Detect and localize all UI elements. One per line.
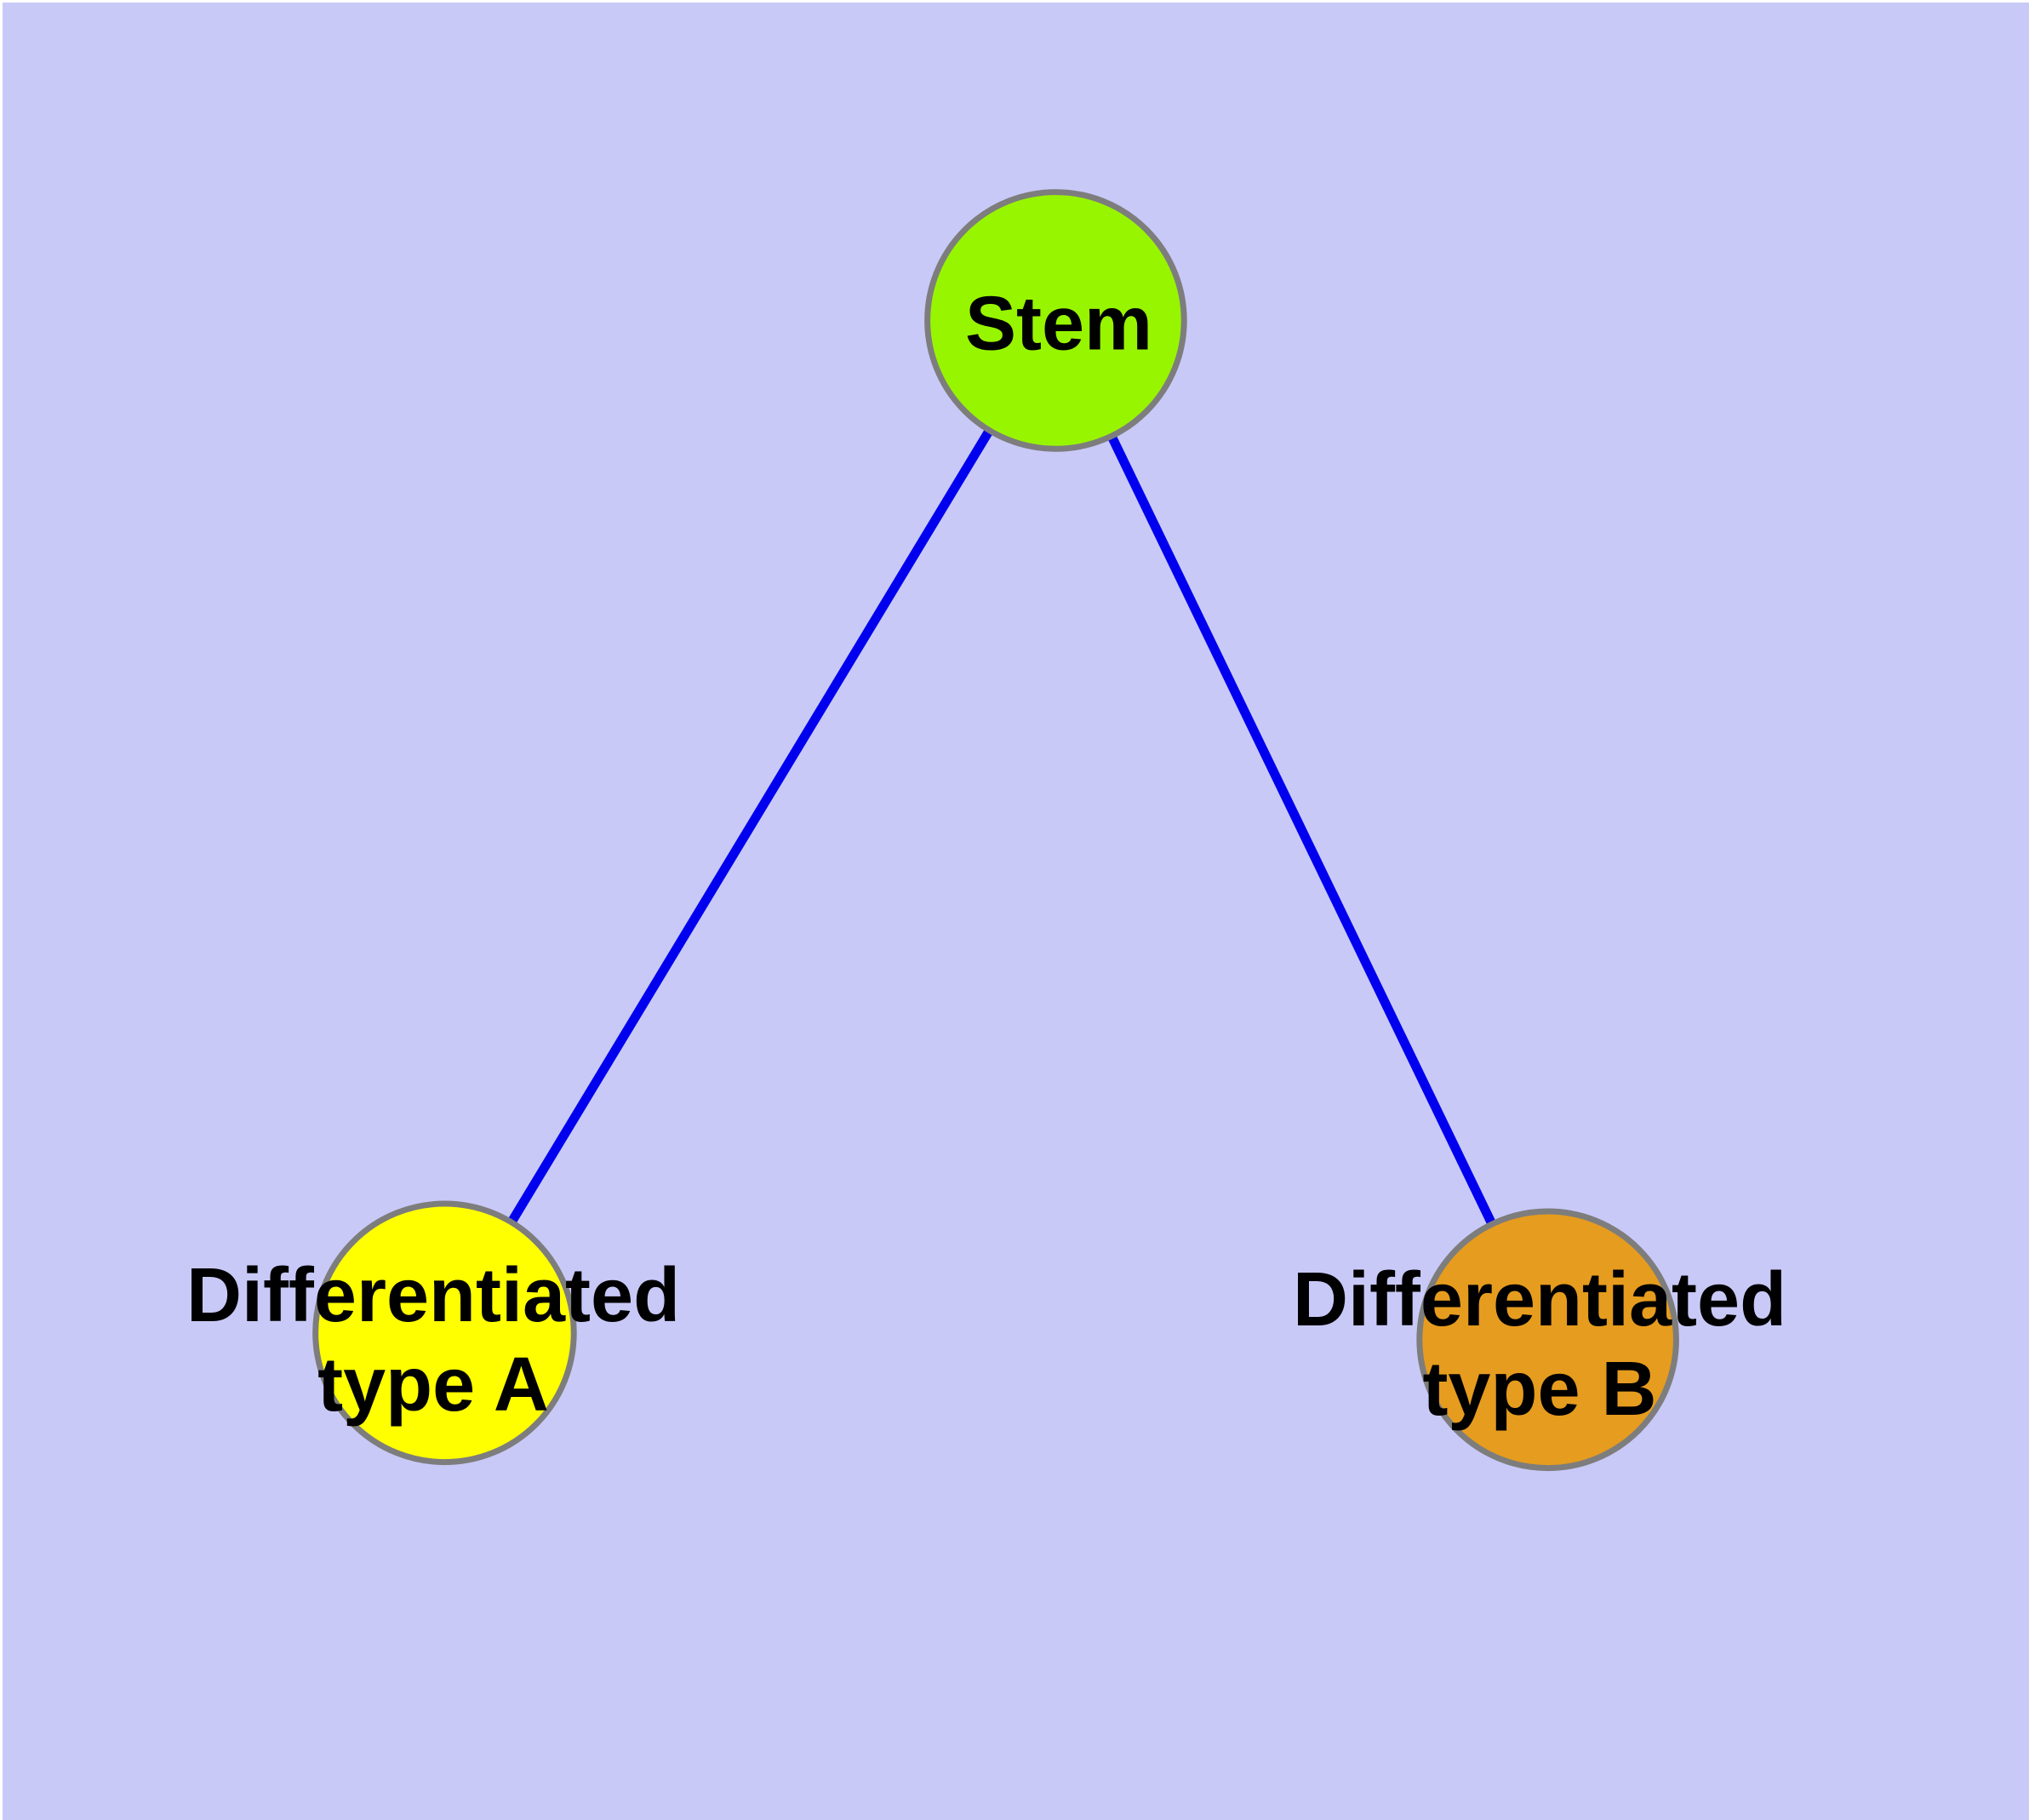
node-label-type-b: Differentiated type B <box>1293 1256 1786 1434</box>
edge-stem-to-type-b <box>1051 318 1552 1342</box>
node-type-a-circle <box>312 1200 577 1466</box>
node-label-stem: Stem <box>965 280 1152 369</box>
node-label-type-a-line2: type A <box>317 1342 549 1428</box>
node-label-stem-line1: Stem <box>964 281 1153 367</box>
node-type-b-circle <box>1416 1208 1679 1472</box>
edge-stem-to-type-a <box>440 318 1060 1336</box>
node-stem-circle <box>924 189 1187 452</box>
node-label-type-a: Differentiated type A <box>186 1251 680 1430</box>
node-label-type-a-line1: Differentiated <box>186 1253 681 1338</box>
node-label-type-b-line2: type B <box>1422 1347 1657 1432</box>
graph-drawing <box>312 189 1679 1472</box>
node-label-type-b-line1: Differentiated <box>1292 1257 1787 1342</box>
